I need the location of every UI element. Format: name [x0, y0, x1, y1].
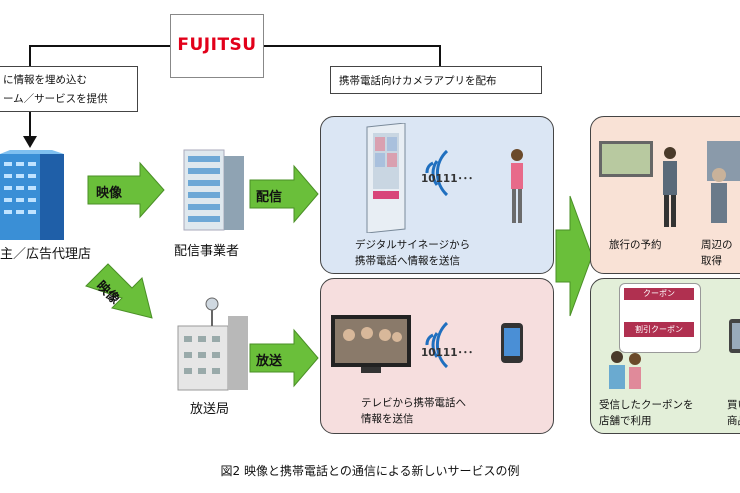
- tv-panel: 10111･･･ テレビから携帯電話へ 情報を送信: [320, 278, 554, 434]
- buy-label-line2: 商品: [727, 415, 740, 427]
- callout-service-line1: に情報を埋め込む: [3, 74, 87, 86]
- travel-label: 旅行の予約: [609, 239, 662, 251]
- fujitsu-logo: FUJITSU: [177, 35, 257, 55]
- tv-caption-line2: 情報を送信: [361, 413, 414, 425]
- deliver-arrow: [249, 164, 319, 224]
- shop-staff-icon: [609, 351, 641, 389]
- nearby-label-line1: 周辺の: [701, 239, 733, 251]
- deliver-arrow-label: 配信: [256, 190, 283, 205]
- coupon-use-line1: 受信したクーポンを: [599, 399, 694, 411]
- callout-camera-app: 携帯電話向けカメラアプリを配布: [330, 66, 542, 94]
- buy-label-line1: 買い: [727, 399, 740, 411]
- callout-camera-app-text: 携帯電話向けカメラアプリを配布: [339, 75, 497, 87]
- coupon-panel: クーポン 割引クーポン 受信したクーポンを 店舗で利用 買い 商品: [590, 278, 740, 434]
- figure-caption: 図2 映像と携帯電話との通信による新しいサービスの例: [220, 464, 520, 478]
- broadcaster-building-icon: [177, 297, 248, 391]
- signal-waves-icon-bottom: [425, 321, 449, 369]
- broadcast-arrow-label: 放送: [256, 354, 283, 369]
- person-woman-icon: [511, 149, 523, 223]
- person-man-icon: [663, 147, 677, 227]
- travel-panel: 旅行の予約 周辺の 取得: [590, 116, 740, 274]
- signal-code-top: 10111･･･: [421, 173, 474, 185]
- big-merge-arrow: [555, 195, 593, 317]
- broadcast-arrow: [249, 328, 319, 388]
- digital-signage-icon: [366, 123, 406, 233]
- television-icon: [331, 315, 411, 373]
- coupon-card: クーポン 割引クーポン: [619, 283, 701, 353]
- video-arrow-diagonal: [85, 263, 153, 319]
- coupon-use-line2: 店舗で利用: [599, 415, 652, 427]
- signage-caption-line2: 携帯電話へ情報を送信: [355, 255, 460, 267]
- video-arrow-label-1: 映像: [96, 186, 123, 201]
- tv-caption-line1: テレビから携帯電話へ: [361, 397, 466, 409]
- coupon-card-text: 割引クーポン: [624, 322, 694, 337]
- advertiser-label: 主／広告代理店: [0, 247, 92, 262]
- signage-panel: 10111･･･ デジタルサイネージから 携帯電話へ情報を送信: [320, 116, 554, 274]
- coupon-card-header: クーポン: [624, 288, 694, 300]
- distributor-label: 配信事業者: [174, 244, 240, 259]
- tablet-icon: [729, 319, 740, 353]
- broadcaster-label: 放送局: [190, 402, 230, 417]
- signal-waves-icon-top: [425, 149, 449, 197]
- fujitsu-logo-box: FUJITSU: [170, 14, 264, 78]
- signage-caption-line1: デジタルサイネージから: [355, 239, 471, 251]
- callout-service: に情報を埋め込む ーム／サービスを提供: [0, 66, 138, 112]
- travel-screen-icon: [599, 141, 653, 177]
- smartphone-icon: [501, 323, 523, 363]
- distributor-building-icon: [183, 149, 244, 231]
- video-arrow-right: [87, 161, 165, 219]
- signal-code-bottom: 10111･･･: [421, 347, 474, 359]
- nearby-label-line2: 取得: [701, 255, 722, 267]
- advertiser-building-icon: [0, 150, 64, 240]
- nearby-info-icon: [707, 141, 740, 223]
- callout-service-line2: ーム／サービスを提供: [3, 93, 108, 105]
